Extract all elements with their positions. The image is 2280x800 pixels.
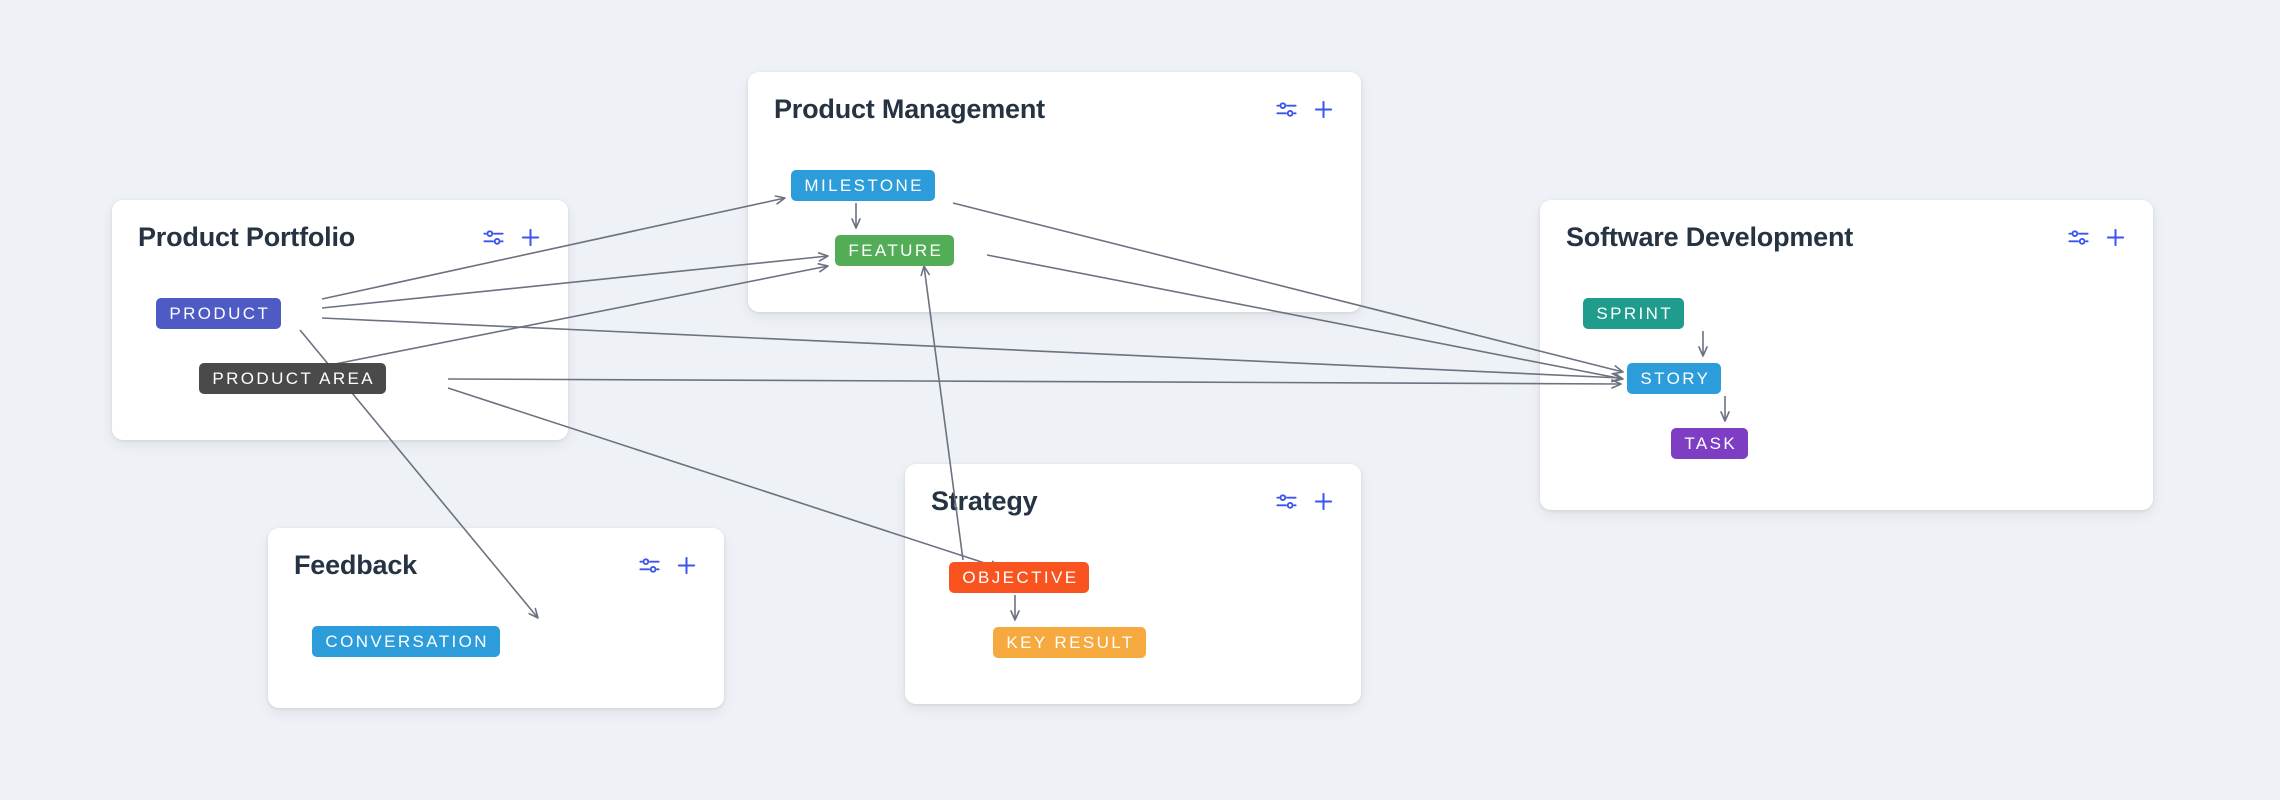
card-title-software-development: Software Development bbox=[1566, 221, 1854, 252]
card-title-strategy: Strategy bbox=[931, 485, 1038, 516]
plus-icon[interactable] bbox=[1312, 490, 1335, 513]
node-pill-product-area[interactable]: PRODUCT AREA bbox=[199, 363, 387, 394]
plus-icon[interactable] bbox=[675, 554, 698, 577]
node-pill-objective[interactable]: OBJECTIVE bbox=[949, 562, 1090, 593]
node-pill-task[interactable]: TASK bbox=[1671, 428, 1749, 459]
plus-icon[interactable] bbox=[2104, 226, 2127, 249]
node-pill-feature[interactable]: FEATURE bbox=[835, 235, 955, 266]
card-actions-feedback bbox=[638, 554, 698, 577]
node-pill-key-result[interactable]: KEY RESULT bbox=[993, 627, 1146, 658]
sliders-icon[interactable] bbox=[638, 554, 661, 577]
plus-icon[interactable] bbox=[1312, 98, 1335, 121]
sliders-icon[interactable] bbox=[1275, 98, 1298, 121]
node-pill-conversation[interactable]: CONVERSATION bbox=[312, 626, 500, 657]
card-software-development: Software Development bbox=[1540, 200, 2153, 510]
card-actions-software-development bbox=[2067, 226, 2127, 249]
edge-product-area-to-story bbox=[447, 378, 1622, 389]
card-header-product-portfolio: Product Portfolio bbox=[112, 200, 568, 274]
sliders-icon[interactable] bbox=[2067, 226, 2090, 249]
node-pill-product[interactable]: PRODUCT bbox=[156, 298, 282, 329]
card-actions-strategy bbox=[1275, 490, 1335, 513]
card-title-product-portfolio: Product Portfolio bbox=[138, 221, 356, 252]
card-header-product-management: Product Management bbox=[748, 72, 1361, 146]
card-actions-product-management bbox=[1275, 98, 1335, 121]
node-pill-story[interactable]: STORY bbox=[1627, 363, 1722, 394]
sliders-icon[interactable] bbox=[1275, 490, 1298, 513]
card-feedback: Feedback bbox=[268, 528, 724, 708]
sliders-icon[interactable] bbox=[482, 226, 505, 249]
card-actions-product-portfolio bbox=[482, 226, 542, 249]
node-pill-sprint[interactable]: SPRINT bbox=[1583, 298, 1685, 329]
card-title-feedback: Feedback bbox=[294, 549, 417, 580]
card-header-strategy: Strategy bbox=[905, 464, 1361, 538]
plus-icon[interactable] bbox=[519, 226, 542, 249]
card-header-feedback: Feedback bbox=[268, 528, 724, 602]
node-pill-milestone[interactable]: MILESTONE bbox=[791, 170, 935, 201]
card-title-product-management: Product Management bbox=[774, 93, 1045, 124]
card-header-software-development: Software Development bbox=[1540, 200, 2153, 274]
